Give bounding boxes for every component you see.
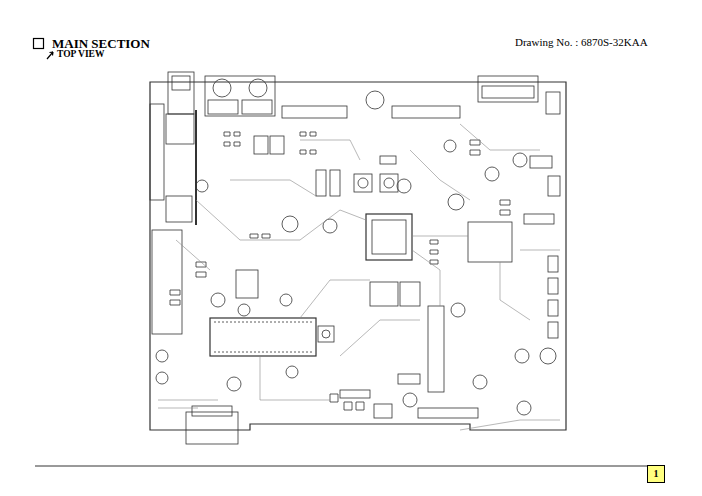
drawing-number: Drawing No. : 6870S-32KAA bbox=[515, 36, 648, 48]
arrow-icon bbox=[47, 52, 53, 59]
checkbox-icon bbox=[34, 39, 44, 49]
page-number-box: 1 bbox=[647, 465, 665, 483]
rule-line bbox=[35, 466, 665, 467]
view-label: TOP VIEW bbox=[57, 49, 104, 59]
pcb-board bbox=[150, 72, 566, 444]
page-number: 1 bbox=[652, 468, 660, 480]
